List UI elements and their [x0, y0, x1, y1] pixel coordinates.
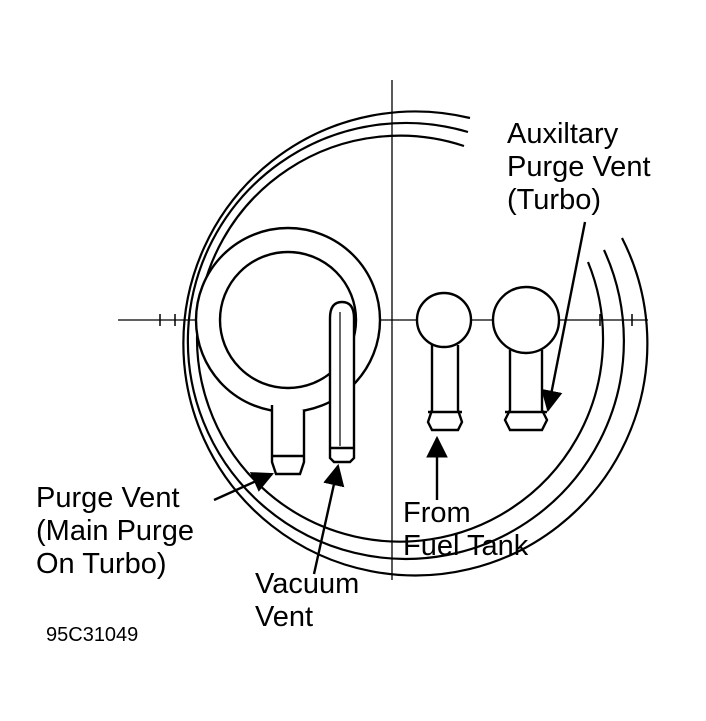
vacuum-vent-arrow [312, 463, 345, 575]
label-purge-vent: Purge Vent (Main Purge On Turbo) [36, 482, 194, 580]
fuel-tank-port [415, 291, 473, 432]
leader-arrows [213, 221, 587, 575]
label-from-fuel-tank: From Fuel Tank [403, 497, 529, 562]
centerline-ticks [159, 314, 633, 326]
label-auxiliary-purge-vent: Auxiltary Purge Vent (Turbo) [507, 118, 651, 216]
auxiliary-purge-arrow [541, 221, 587, 413]
purge-vent-arrow [213, 472, 274, 502]
label-vacuum-vent: Vacuum Vent [255, 568, 360, 633]
figure-code: 95C31049 [46, 624, 139, 646]
vacuum-vent-tube [328, 300, 356, 464]
